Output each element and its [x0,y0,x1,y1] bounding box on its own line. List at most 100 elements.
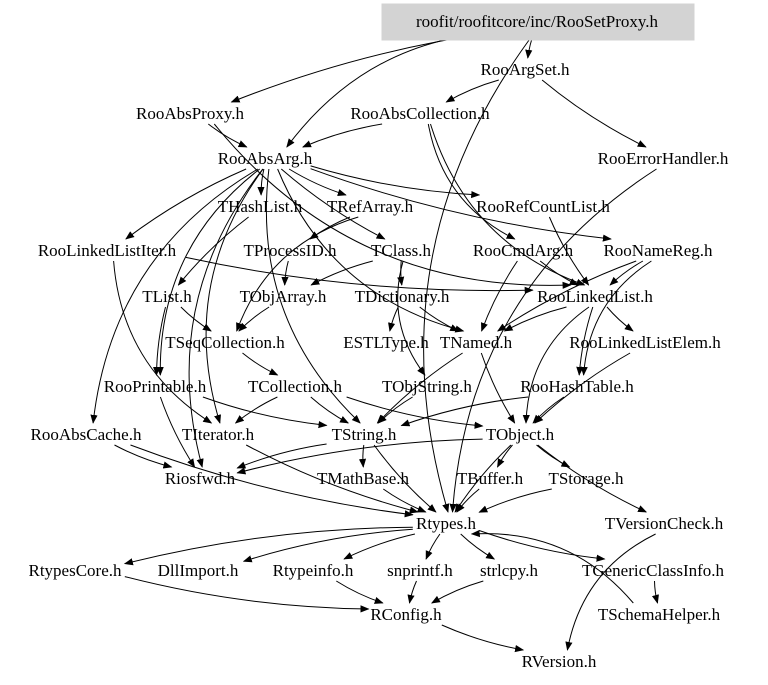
node-label: TList.h [142,287,192,306]
node-label: RooErrorHandler.h [598,149,729,168]
node-label: RooLinkedListElem.h [569,333,721,352]
node-rooabscache-h[interactable]: RooAbsCache.h [31,425,142,444]
edge-tnamed-to-tstring [376,352,463,424]
node-label: TRefArray.h [327,197,414,216]
edge-roolinkedlistelem-to-tobject [534,352,631,424]
node-rtypes-h[interactable]: Rtypes.h [416,514,476,533]
node-roohashtable-h[interactable]: RooHashTable.h [520,377,634,396]
node-label: TSchemaHelper.h [598,605,721,624]
node-rconfig-h[interactable]: RConfig.h [370,605,442,624]
edge-rooabscache-to-riosfwd [114,444,173,469]
edge-rconfig-to-rversion [441,624,525,653]
edge-rtypes-to-rtypescore [123,526,413,566]
node-roofit-roofitcore-inc-roosetproxy-h[interactable]: roofit/roofitcore/inc/RooSetProxy.h [381,3,695,41]
node-snprintf-h[interactable]: snprintf.h [387,561,453,580]
node-label: TProcessID.h [243,241,337,260]
node-label: TStorage.h [548,469,624,488]
edge-tclass-to-tobjstring [397,260,426,376]
edge-roohashtable-to-tobject [532,396,565,424]
node-tobject-h[interactable]: TObject.h [486,425,555,444]
node-rversion-h[interactable]: RVersion.h [522,652,597,671]
node-rtypeinfo-h[interactable]: Rtypeinfo.h [273,561,354,580]
node-rooprintable-h[interactable]: RooPrintable.h [104,377,207,396]
node-titerator-h[interactable]: TIterator.h [182,425,255,444]
edge-tversioncheck-to-rversion [565,533,656,651]
edge-rooabsarg-to-roonamereg [310,168,612,242]
node-rooabscollection-h[interactable]: RooAbsCollection.h [350,104,490,123]
edge-rtypes-to-strlcpy [460,533,496,560]
node-label: RooPrintable.h [104,377,207,396]
node-label: RConfig.h [370,605,442,624]
edge-roolinkedlist-to-roohashtable [576,306,594,376]
node-label: RooAbsArg.h [218,149,313,168]
node-tprocessid-h[interactable]: TProcessID.h [243,241,337,260]
edge-roorefcountlist-to-roolinkedlist [548,216,590,286]
node-tcollection-h[interactable]: TCollection.h [248,377,342,396]
edge-tlist-to-tseqcollection [180,306,212,332]
node-label: THashList.h [218,197,303,216]
edge-rooabsarg-to-trefarray [288,168,347,196]
edge-rooabsarg-to-tstring [265,168,361,424]
node-tseqcollection-h[interactable]: TSeqCollection.h [165,333,285,352]
node-rooargset-h[interactable]: RooArgSet.h [481,60,570,79]
node-rooerrorhandler-h[interactable]: RooErrorHandler.h [598,149,729,168]
node-thashlist-h[interactable]: THashList.h [218,197,303,216]
edge-rooargset-to-rooerrorhandler [541,79,647,148]
edge-roolinkedlistiter-to-roolinkedlist [185,256,534,294]
node-roonamereg-h[interactable]: RooNameReg.h [603,241,713,260]
edge-tgenericclassinfo-to-tschemahelper [651,580,659,604]
edge-tdictionary-to-estltype [388,306,399,332]
node-tschemahelper-h[interactable]: TSchemaHelper.h [598,605,721,624]
node-tdictionary-h[interactable]: TDictionary.h [355,287,450,306]
node-tobjarray-h[interactable]: TObjArray.h [240,287,327,306]
edge-roonamereg-to-roohashtable [580,260,652,376]
node-tobjstring-h[interactable]: TObjString.h [382,377,472,396]
node-label: TDictionary.h [355,287,450,306]
node-label: ESTLType.h [343,333,429,352]
node-roolinkedlistelem-h[interactable]: RooLinkedListElem.h [569,333,721,352]
edge-tseqcollection-to-tcollection [242,352,279,376]
node-label: TIterator.h [182,425,255,444]
node-rooabsarg-h[interactable]: RooAbsArg.h [218,149,313,168]
node-label: RooAbsCollection.h [350,104,490,123]
node-label: TMathBase.h [317,469,410,488]
node-riosfwd-h[interactable]: Riosfwd.h [165,469,236,488]
edge-roocmdarg-to-roolinkedlist [539,260,579,286]
node-dllimport-h[interactable]: DllImport.h [158,561,239,580]
node-label: RVersion.h [522,652,597,671]
edge-rtypes-to-snprintf [425,533,441,560]
node-strlcpy-h[interactable]: strlcpy.h [480,561,538,580]
node-roolinkedlistiter-h[interactable]: RooLinkedListIter.h [38,241,177,260]
node-trefarray-h[interactable]: TRefArray.h [327,197,414,216]
edge-tcollection-to-tobject [346,396,484,429]
node-tnamed-h[interactable]: TNamed.h [440,333,513,352]
node-tversioncheck-h[interactable]: TVersionCheck.h [605,514,724,533]
edge-tdictionary-to-tnamed [419,306,460,332]
node-roorefcountlist-h[interactable]: RooRefCountList.h [476,197,610,216]
node-tbuffer-h[interactable]: TBuffer.h [457,469,524,488]
node-label: RooCmdArg.h [473,241,574,260]
node-tlist-h[interactable]: TList.h [142,287,192,306]
node-tstring-h[interactable]: TString.h [332,425,397,444]
node-label: RtypesCore.h [28,561,122,580]
edge-rtypeinfo-to-rconfig [336,580,384,604]
node-tclass-h[interactable]: TClass.h [371,241,431,260]
node-rooabsproxy-h[interactable]: RooAbsProxy.h [136,104,244,123]
node-tmathbase-h[interactable]: TMathBase.h [317,469,410,488]
node-roocmdarg-h[interactable]: RooCmdArg.h [473,241,574,260]
edge-tschemahelper-to-rtypes [470,529,634,604]
node-rtypescore-h[interactable]: RtypesCore.h [28,561,122,580]
node-label: TString.h [332,425,397,444]
node-roolinkedlist-h[interactable]: RooLinkedList.h [537,287,653,306]
edge-rooabsproxy-to-roolinkedlist [213,123,572,289]
edge-rooerrorhandler-to-rtypes [449,168,657,513]
node-label: Rtypeinfo.h [273,561,354,580]
edge-root-to-rooabsproxy [230,31,496,103]
edge-rooprintable-to-tstring [202,396,328,429]
node-estltype-h[interactable]: ESTLType.h [343,333,429,352]
edge-tstring-to-tmathbase [358,444,367,468]
node-tgenericclassinfo-h[interactable]: TGenericClassInfo.h [582,561,725,580]
node-label: TClass.h [371,241,431,260]
node-tstorage-h[interactable]: TStorage.h [548,469,624,488]
